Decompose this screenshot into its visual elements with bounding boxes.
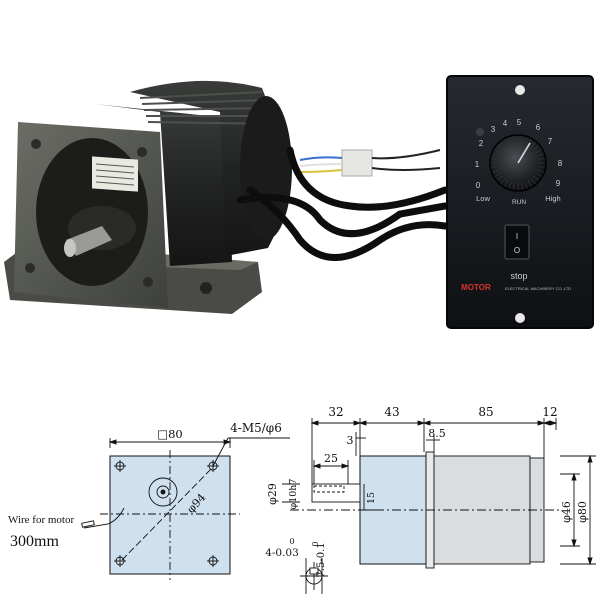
- knob-ridge: [524, 137, 528, 145]
- shaft-diameter: φ29: [266, 483, 279, 505]
- foot-hole: [200, 282, 212, 294]
- knob-ridge: [535, 149, 542, 154]
- knob-ridge: [530, 141, 536, 149]
- knob-ridge: [532, 175, 540, 181]
- dial-number-9: 9: [556, 179, 561, 188]
- switch-on-mark: I: [516, 232, 518, 241]
- dim-85: 85: [478, 405, 493, 419]
- label-run: RUN: [512, 199, 526, 206]
- power-indicator-led: [476, 128, 484, 136]
- label-low: Low: [476, 194, 490, 203]
- output-shaft: [66, 226, 112, 256]
- knob-ridge: [494, 172, 501, 177]
- connector-wires: [299, 149, 441, 173]
- switch-off-mark: O: [514, 246, 520, 255]
- dim-3: 3: [347, 434, 354, 447]
- dial-number-7: 7: [548, 137, 553, 146]
- front-hole-spec: 4-M5/φ6: [230, 421, 282, 435]
- side-view-drawing: [282, 418, 596, 594]
- knob-ridge: [536, 153, 544, 157]
- side-shaft: [311, 483, 361, 503]
- knob-ridge: [491, 165, 499, 169]
- dim-32: 32: [328, 405, 343, 419]
- flange-bolt: [137, 147, 147, 157]
- key-width-upper: 0: [289, 537, 294, 546]
- knob-ridge: [508, 181, 512, 189]
- knob-ridge: [512, 136, 516, 144]
- knob-ridge: [535, 172, 542, 177]
- dial-number-0: 0: [476, 181, 481, 190]
- gearbox-body: [95, 104, 232, 266]
- knob-ridge: [532, 145, 540, 151]
- front-square-size: □80: [157, 427, 183, 441]
- knob-ridge: [530, 177, 536, 185]
- knob-ridge: [494, 149, 501, 154]
- dial-number-1: 1: [475, 160, 480, 169]
- knob-ridge: [520, 182, 524, 190]
- key-depth-upper: 0: [311, 541, 320, 546]
- key-depth: 7.5-0.1: [316, 542, 327, 577]
- key-dim-15: 15: [366, 492, 377, 504]
- dim-8-5: 8.5: [428, 427, 446, 440]
- label-high: High: [545, 194, 560, 203]
- knob-ridge: [500, 141, 506, 149]
- wire-label-line2: 300mm: [10, 533, 59, 550]
- mount-hole-top: [515, 85, 525, 95]
- dial-number-4: 4: [503, 119, 508, 128]
- knob-pointer: [517, 142, 531, 164]
- knob-ridge: [537, 165, 545, 169]
- dial-number-5: 5: [517, 118, 522, 127]
- knob-ridge: [504, 180, 509, 187]
- flange-bolt: [31, 139, 41, 149]
- motor-photo: [4, 80, 449, 314]
- shaft-tip: [64, 239, 76, 257]
- knob-ridge: [496, 145, 504, 151]
- motor-end-cap: [240, 96, 292, 240]
- speed-controller: 0 1 2 3 4 5 6 7 8 9 Low RUN High I O sto…: [446, 75, 594, 329]
- knob-ridge: [524, 181, 528, 189]
- dial-number-8: 8: [558, 159, 563, 168]
- dim-43: 43: [384, 405, 399, 419]
- flange-bolt: [143, 277, 153, 287]
- wire-label-line1: Wire for motor: [8, 514, 74, 526]
- knob-ridge: [492, 169, 500, 173]
- mount-hole-bottom: [515, 313, 525, 323]
- label-stop: stop: [510, 271, 527, 281]
- knob-ridge: [508, 137, 512, 145]
- knob-ridge: [536, 169, 544, 173]
- knob-grip-ridges: [491, 136, 545, 190]
- front-view-drawing: [81, 437, 290, 580]
- knob-ridge: [504, 139, 509, 146]
- knob-ridge: [492, 153, 500, 157]
- controller-panel: [446, 75, 594, 329]
- knob-ridge: [491, 157, 499, 161]
- dial-number-6: 6: [536, 123, 541, 132]
- wire-connector: [341, 149, 373, 177]
- brand-logo: MOTOR: [461, 283, 491, 292]
- knob-ridge: [500, 177, 506, 185]
- dim-12: 12: [542, 405, 557, 419]
- dia-80: φ80: [576, 501, 589, 523]
- dial-number-3: 3: [491, 125, 496, 134]
- shaft-tolerance: φ10h7: [288, 479, 299, 510]
- dim-25: 25: [324, 452, 338, 465]
- knob-ridge: [520, 136, 524, 144]
- knob-ridge: [537, 157, 545, 161]
- brand-subtitle: ELECTRICAL MACHINERY CO.,LTD: [505, 286, 571, 291]
- key-width: 4-0.03: [265, 547, 299, 559]
- front-bolt-holes: [114, 460, 219, 567]
- nameplate: [92, 156, 138, 192]
- cooling-fins: [139, 91, 279, 125]
- knob-ridge: [512, 182, 516, 190]
- nameplate-lines: [95, 163, 135, 186]
- rocker-switch[interactable]: [504, 224, 530, 260]
- flange-bolt: [25, 263, 35, 273]
- knob-ridge: [527, 180, 532, 187]
- knob-ridge: [496, 175, 504, 181]
- dia-46: φ46: [560, 501, 573, 523]
- power-cables: [236, 146, 449, 261]
- dial-number-2: 2: [479, 139, 484, 148]
